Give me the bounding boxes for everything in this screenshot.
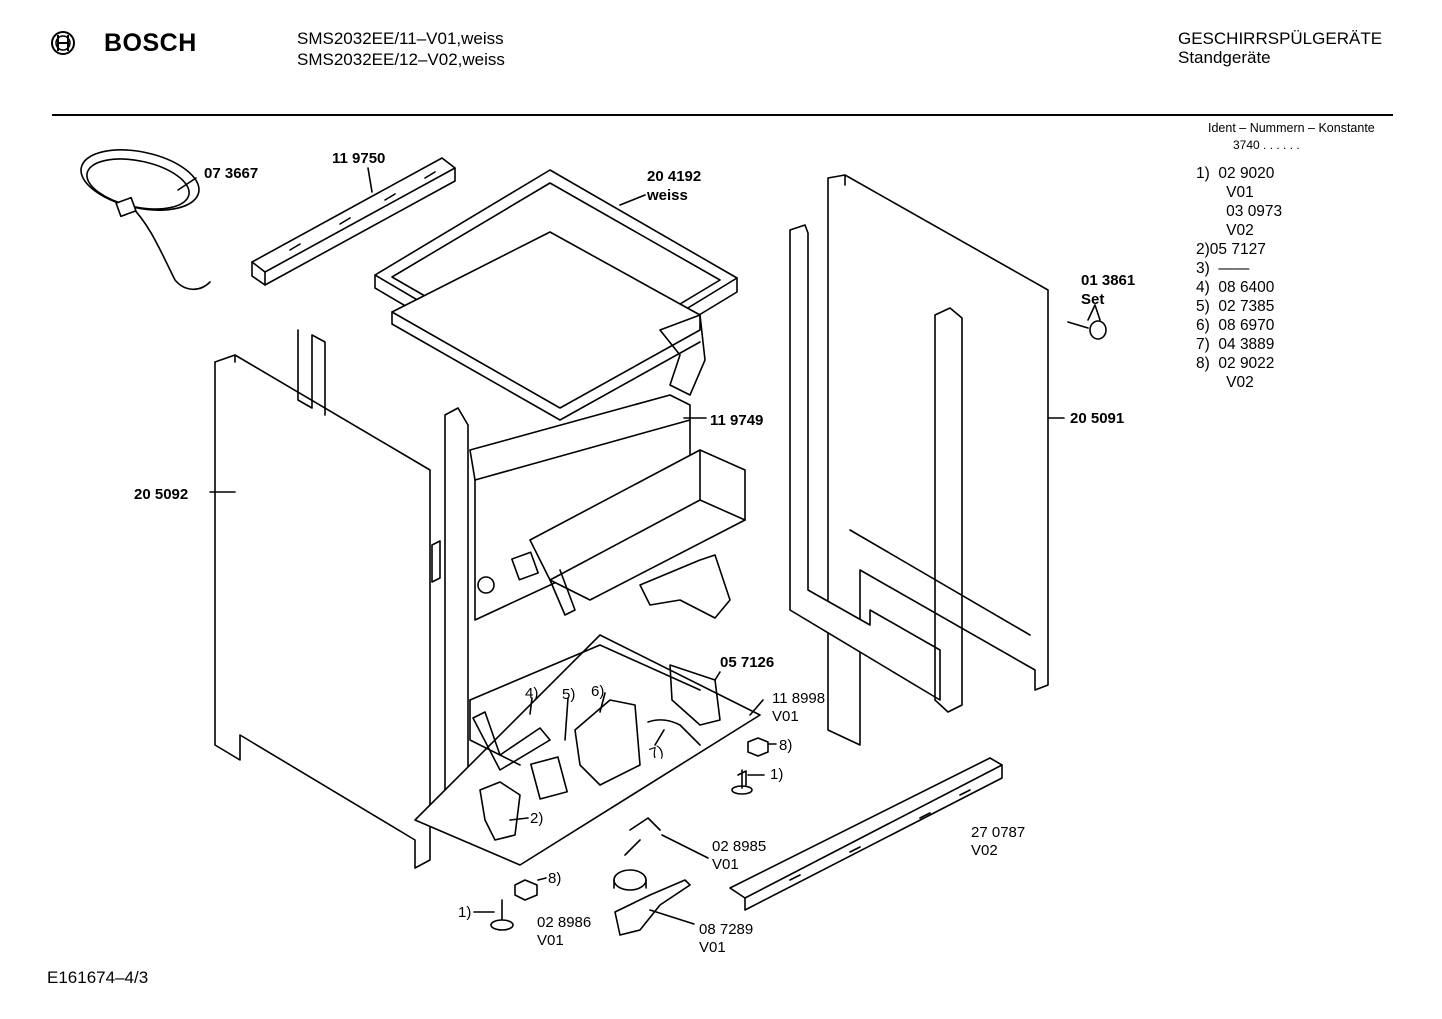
callout-sensor: 02 8985 V01: [712, 838, 766, 874]
ident-item: 7) 04 3889: [1196, 336, 1275, 353]
callout-worktop: 20 4192 weiss: [647, 167, 701, 205]
ident-item: 4) 08 6400: [1196, 279, 1275, 296]
ident-list: 1) 02 9020 V01 03 0973 V02 2)05 7127 3) …: [1196, 164, 1282, 392]
model-line-1: SMS2032EE/11–V01,weiss: [297, 29, 504, 48]
callout-sensor-number: 02 8985: [712, 838, 767, 855]
callout-base-tray: 11 8998 V01: [772, 690, 825, 726]
callout-base-tray-number: 11 8998: [772, 690, 826, 707]
callout-ref-1-left: 1): [458, 904, 472, 921]
category-title: GESCHIRRSPÜLGERÄTE: [1178, 29, 1383, 48]
leader-line: [509, 817, 529, 821]
callout-bracket: 05 7126: [720, 654, 775, 671]
worktop-part: [374, 169, 738, 421]
drawing-code: E161674–4/3: [47, 968, 149, 987]
leader-line: [747, 743, 777, 776]
callout-screw-set: 01 3861 Set: [1081, 271, 1135, 309]
ident-item: 3) ——: [1196, 260, 1250, 277]
side-panel-right-part: [789, 174, 1049, 746]
callout-ref-6: 6): [591, 683, 605, 700]
callout-float-number: 02 8986: [537, 914, 592, 931]
leader-line: [714, 671, 764, 716]
ident-item: V02: [1196, 222, 1254, 239]
leader-line: [661, 834, 709, 859]
ident-title: Ident – Nummern – Konstante: [1208, 121, 1375, 135]
callout-float: 02 8986 V01: [537, 914, 591, 950]
callout-sump-number: 08 7289: [699, 921, 754, 938]
callout-sump: 08 7289 V01: [699, 921, 753, 957]
side-panel-left-part: [214, 329, 469, 869]
nut-foot-left: [490, 879, 538, 931]
ident-item: 1) 02 9020: [1196, 165, 1275, 182]
power-cord-part: [80, 149, 211, 291]
leader-line: [177, 177, 197, 191]
callout-sensor-version: V01: [712, 856, 739, 873]
base-tray-part: [414, 634, 761, 866]
callout-side-panel-right: 20 5091: [1070, 410, 1125, 427]
callout-plinth-number: 27 0787: [971, 824, 1026, 841]
callout-plinth: 27 0787 V02: [971, 824, 1025, 860]
brand-name: BOSCH: [104, 29, 197, 57]
callout-ref-4: 4): [525, 685, 539, 702]
plinth-part: [729, 757, 1003, 911]
ident-item: 8) 02 9022: [1196, 355, 1275, 372]
ident-item: V01: [1196, 184, 1254, 201]
screw-set-part: [1067, 320, 1107, 340]
model-line-2: SMS2032EE/12–V02,weiss: [297, 50, 505, 69]
leader-line: [473, 877, 547, 913]
header-rule: [52, 114, 1393, 116]
callout-ref-5: 5): [562, 686, 576, 703]
front-panel-part: [469, 394, 746, 621]
nut-foot-right: [731, 737, 769, 795]
callout-ref-1-right: 1): [770, 766, 784, 783]
base-small-parts: [472, 664, 721, 841]
ident-item: 2)05 7127: [1196, 241, 1266, 258]
category-subtitle: Standgeräte: [1178, 48, 1271, 67]
callout-screw-set-number: 01 3861: [1081, 272, 1136, 289]
callout-float-version: V01: [537, 932, 564, 949]
ident-item: V02: [1196, 374, 1254, 391]
ident-code: 3740 . . . . . .: [1233, 138, 1300, 152]
callout-base-tray-version: V01: [772, 708, 799, 725]
callout-worktop-number: 20 4192: [647, 168, 702, 185]
callout-side-panel-left: 20 5092: [134, 486, 189, 503]
ident-item: 6) 08 6970: [1196, 317, 1275, 334]
callout-ref-8-right: 8): [779, 737, 793, 754]
callout-power-cord: 07 3667: [204, 165, 259, 182]
leader-line: [529, 692, 665, 746]
callout-ref-8-left: 8): [548, 870, 562, 887]
ident-item: 03 0973: [1196, 203, 1283, 220]
callout-front-panel: 11 9749: [710, 412, 764, 429]
callout-ref-2: 2): [530, 810, 544, 827]
callout-plinth-version: V02: [971, 842, 998, 859]
leader-line: [1087, 304, 1101, 321]
ident-item: 5) 02 7385: [1196, 298, 1275, 315]
upper-rail-part: [251, 157, 456, 286]
callout-worktop-color: weiss: [647, 187, 688, 204]
callout-upper-rail: 11 9750: [332, 150, 386, 167]
sensor-parts: [613, 817, 691, 936]
leader-line: [619, 194, 646, 206]
callout-screw-set-label: Set: [1081, 291, 1105, 308]
callout-sump-version: V01: [699, 939, 726, 956]
bosch-logo-icon: [50, 30, 76, 61]
leader-line: [367, 167, 373, 193]
leader-line: [649, 909, 695, 925]
